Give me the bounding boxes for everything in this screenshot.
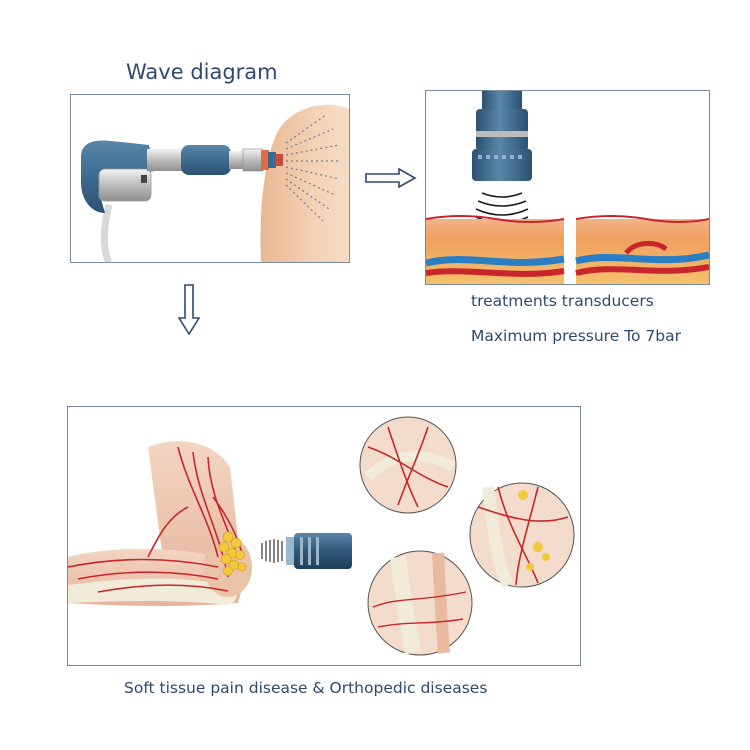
detail-circle-1 [359,416,457,514]
diagram-title: Wave diagram [126,60,278,84]
detail-circle-2 [469,482,575,588]
fat-deposits [218,531,247,576]
detail-circle-3 [367,550,473,656]
transducer-tissue-illustration [426,91,709,284]
pressure-caption: Maximum pressure To 7bar [471,327,681,345]
shockwave-lines [285,114,341,222]
device-shoulder-illustration [81,104,349,262]
transducers-caption: treatments transducers [471,292,654,310]
diseases-caption: Soft tissue pain disease & Orthopedic di… [124,679,488,697]
elbow-anatomy-illustration [68,416,575,656]
device-on-shoulder-panel [70,94,350,263]
spring-waves [261,539,283,563]
transducer-tissue-panel [425,90,710,285]
down-arrow-icon [178,284,200,336]
right-arrow-icon [365,168,417,188]
elbow-anatomy-panel [67,406,581,666]
